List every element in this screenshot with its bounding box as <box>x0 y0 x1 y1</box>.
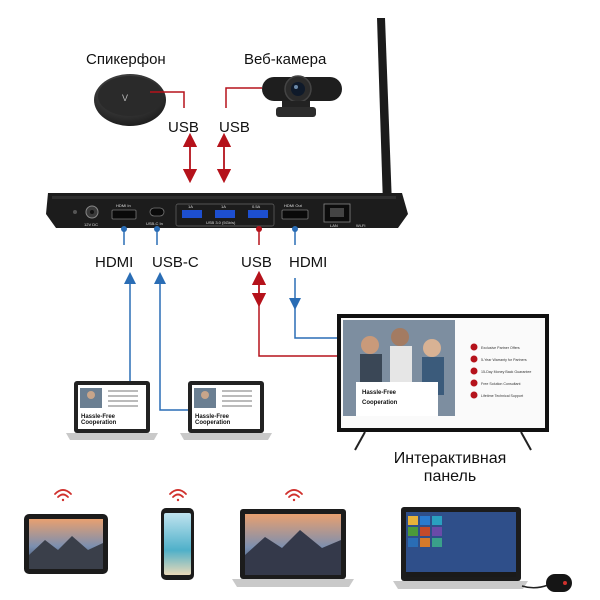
webcam-label: Веб-камера <box>244 51 327 68</box>
wifi-icon <box>285 489 303 502</box>
hub-device: 12V DC HDMI In USB-C In 1A 1A 0.5A USB 3… <box>46 193 408 228</box>
panel-label-line2: панель <box>423 468 477 485</box>
speakerphone-label: Спикерфон <box>86 51 166 68</box>
usb-panel-cable <box>251 226 345 357</box>
panel-label-line1: Интерактивная <box>393 450 507 467</box>
panel-list-item: Free Solution Consultant <box>481 382 521 386</box>
usbc-label: USB-C <box>152 254 199 271</box>
panel-list-item: Exclusive Partner Offers <box>481 346 520 350</box>
label-dc-port: 12V DC <box>84 222 98 227</box>
laptop-hdmi: Hassle-Free Cooperation <box>66 381 158 440</box>
label-usb1: 1A <box>188 204 193 209</box>
wifi-icon <box>169 489 187 502</box>
panel-screen-subtitle: Cooperation <box>362 400 398 406</box>
svg-text:V: V <box>122 93 128 103</box>
hdmi-in-cable <box>121 226 136 402</box>
label-wifi-port: Wi-Fi <box>356 223 365 228</box>
panel-list-item: Lifetime Technical Support <box>481 394 523 398</box>
hdmi-out-label: HDMI <box>289 254 328 271</box>
interactive-panel: Hassle-Free Cooperation Exclusive Partne… <box>337 314 549 451</box>
usb-cable-webcam <box>216 87 262 184</box>
wifi-icon <box>54 489 72 502</box>
usb-label-panel: USB <box>241 254 272 271</box>
usbc-cable <box>154 226 190 411</box>
panel-list-item: 15-Day Money Back Guarantee <box>481 370 531 374</box>
label-hdmi-in-port: HDMI In <box>116 203 131 208</box>
tablet-device <box>24 514 108 574</box>
usb-label-webcam: USB <box>219 119 250 136</box>
label-lan-port: LAN <box>330 223 338 228</box>
panel-label: Интерактивная панель <box>370 450 530 486</box>
hub-antenna <box>377 18 398 219</box>
laptop2-subtitle: Cooperation <box>195 420 231 426</box>
label-usb3: 0.5A <box>252 204 261 209</box>
label-usbc-port: USB-C In <box>146 221 163 226</box>
panel-list-item: 5-Year Warranty for Partners <box>481 358 527 362</box>
laptop1-title: Hassle-Free <box>81 414 116 420</box>
laptop1-subtitle: Cooperation <box>81 420 117 426</box>
phone-device <box>161 508 194 580</box>
panel-screen-title: Hassle-Free <box>362 390 397 396</box>
usb-label-speakerphone: USB <box>168 119 199 136</box>
laptop-usbc: Hassle-Free Cooperation <box>180 381 272 440</box>
hdmi-in-label: HDMI <box>95 254 134 271</box>
laptop-windows-device <box>393 507 528 589</box>
panel-screen-list: Exclusive Partner Offers 5-Year Warranty… <box>470 343 531 399</box>
speakerphone-device: V <box>94 74 166 126</box>
usb-cable-speakerphone <box>150 91 198 184</box>
label-usb2: 1A <box>221 204 226 209</box>
laptop-device <box>232 509 354 587</box>
hdmi-out-cable <box>289 226 345 339</box>
label-hdmi-out-port: HDMI Out <box>284 203 303 208</box>
label-usb-group: USB 3.0 (5Gb/s) <box>206 220 236 225</box>
webcam-device <box>262 75 342 117</box>
wireless-dongle <box>521 574 572 592</box>
laptop2-title: Hassle-Free <box>195 414 230 420</box>
